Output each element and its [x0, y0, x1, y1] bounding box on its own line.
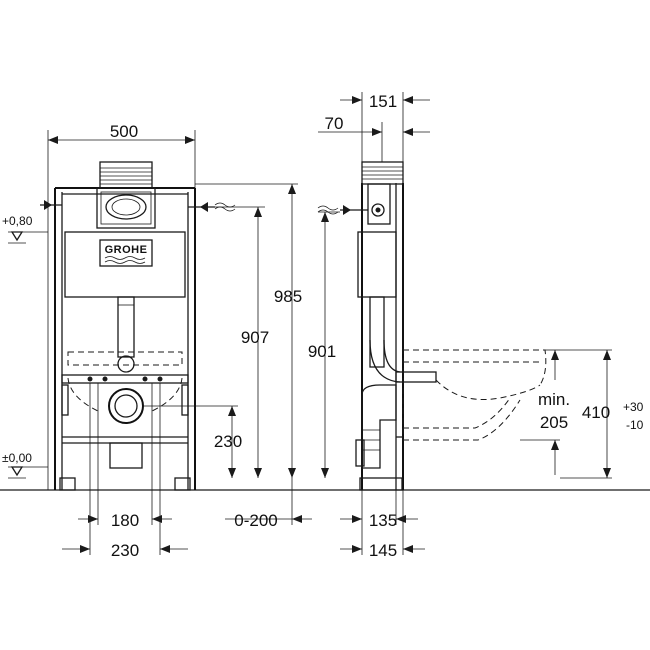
toilet-bowl-outline	[402, 348, 547, 441]
svg-text:-10: -10	[626, 418, 644, 432]
svg-text:151: 151	[369, 92, 397, 111]
side-frame	[355, 161, 437, 491]
svg-text:±0,00: ±0,00	[2, 451, 32, 465]
svg-text:+30: +30	[623, 400, 644, 414]
grohe-logo: GROHE	[99, 239, 153, 267]
dim-front-230-width: 230	[62, 383, 188, 560]
svg-text:70: 70	[325, 114, 344, 133]
dim-side-135: 135	[340, 490, 418, 555]
svg-text:145: 145	[369, 541, 397, 560]
dim-front-width: 500	[47, 122, 196, 188]
svg-text:+0,80: +0,80	[2, 214, 33, 228]
dim-front-985: 985	[195, 183, 302, 490]
dim-side-410: 410 +30 -10	[560, 349, 644, 479]
svg-text:500: 500	[110, 122, 138, 141]
dim-front-180: 180	[78, 383, 172, 530]
svg-text:180: 180	[111, 511, 139, 530]
logo-text: GROHE	[105, 244, 148, 256]
dim-front-907: 907	[195, 206, 269, 478]
front-frame	[54, 161, 196, 491]
level-marker-floor: ±0,00	[2, 451, 48, 479]
svg-text:907: 907	[241, 328, 269, 347]
dim-front-230-height: 230	[143, 405, 242, 478]
svg-text:985: 985	[274, 287, 302, 306]
svg-text:230: 230	[214, 432, 242, 451]
dim-side-145: 145	[340, 490, 425, 560]
svg-text:901: 901	[308, 342, 336, 361]
dim-side-min-205: min. 205	[520, 349, 570, 475]
dim-side-901: 901	[308, 211, 340, 478]
dim-front-0-200: 0-200	[225, 490, 312, 530]
level-marker-top: +0,80	[2, 214, 48, 244]
svg-text:135: 135	[369, 511, 397, 530]
svg-text:min.: min.	[538, 390, 570, 409]
dim-side-70: 70	[318, 114, 430, 162]
dim-side-151: 151	[340, 92, 430, 162]
svg-text:205: 205	[540, 413, 568, 432]
svg-text:410: 410	[582, 403, 610, 422]
svg-text:0-200: 0-200	[234, 511, 277, 530]
water-supply-front	[40, 200, 236, 212]
svg-text:230: 230	[111, 541, 139, 560]
